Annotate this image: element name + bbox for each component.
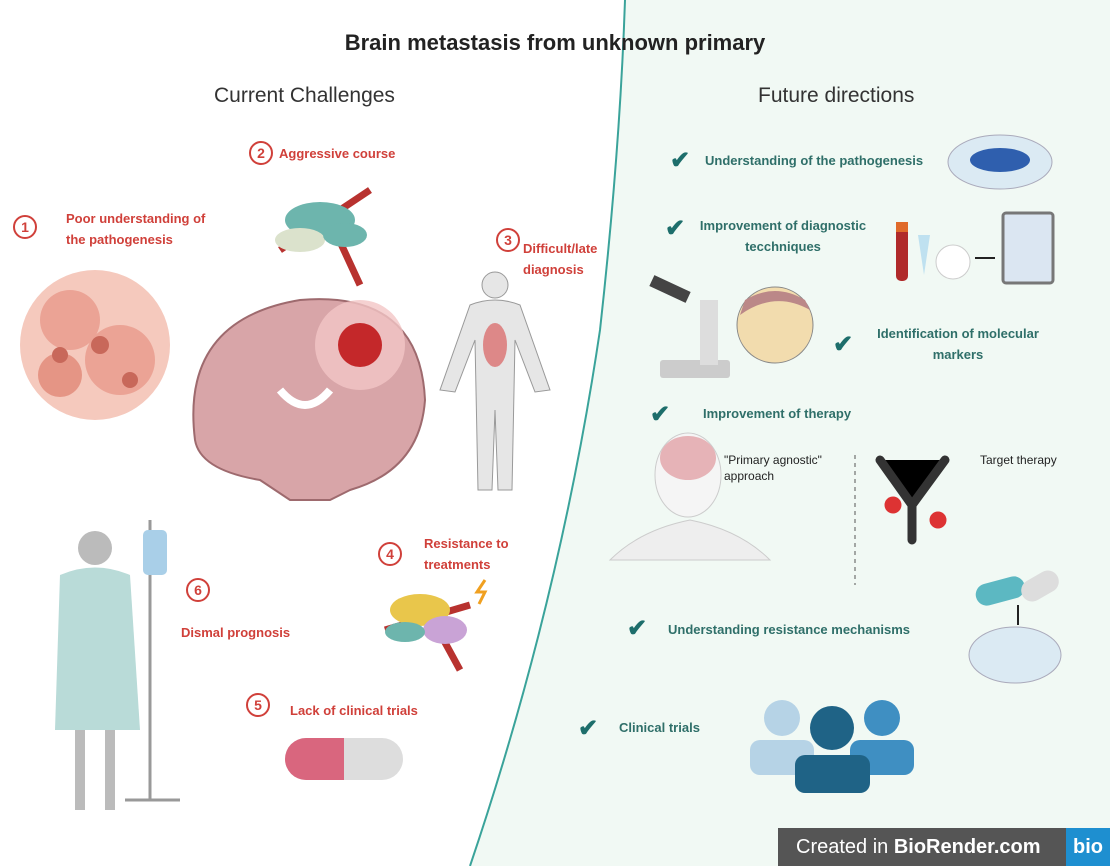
challenge-number-4: 4 bbox=[378, 542, 402, 566]
page-title: Brain metastasis from unknown primary bbox=[344, 30, 766, 55]
direction-5-label: Understanding resistance mechanisms bbox=[668, 622, 911, 637]
tumor-cells-icon bbox=[20, 270, 170, 420]
human-body-icon bbox=[439, 271, 551, 491]
challenge-number-1: 1 bbox=[13, 215, 37, 239]
primary-agnostic-label: "Primary agnostic" approach bbox=[724, 453, 822, 483]
check-icon: ✔ bbox=[665, 215, 686, 242]
challenge-number-2: 2 bbox=[249, 141, 273, 165]
current-challenges-heading: Current Challenges bbox=[214, 84, 395, 107]
microscope-icon bbox=[649, 275, 814, 378]
challenge-number-6: 6 bbox=[186, 578, 210, 602]
petri-dish-icon bbox=[947, 134, 1053, 190]
credit-brand: BioRender.com bbox=[893, 836, 1041, 858]
resistance-cells-icon bbox=[384, 579, 488, 672]
head-brain-icon bbox=[608, 432, 772, 561]
direction-1-label: Understanding of the pathogenesis bbox=[705, 153, 924, 168]
aggressive-cells-icon bbox=[275, 187, 372, 287]
check-icon: ✔ bbox=[578, 715, 599, 742]
biorender-credit[interactable]: Created in BioRender.com bio bbox=[778, 828, 1110, 866]
challenge-number-3: 3 bbox=[496, 228, 520, 252]
future-panel bbox=[470, 0, 1110, 866]
credit-text: Created in bbox=[796, 836, 894, 858]
divider-curve bbox=[469, 0, 626, 866]
biorender-logo: bio bbox=[1066, 828, 1110, 866]
challenge-4-label: Resistance to treatments bbox=[424, 536, 509, 572]
check-icon: ✔ bbox=[670, 147, 691, 174]
challenge-2-label: Aggressive course bbox=[279, 146, 396, 161]
direction-3-label: Identification of molecular markers bbox=[877, 326, 1039, 362]
future-directions-heading: Future directions bbox=[758, 84, 915, 107]
direction-4-label: Improvement of therapy bbox=[703, 406, 852, 421]
check-icon: ✔ bbox=[833, 331, 854, 358]
target-therapy-label: Target therapy bbox=[980, 453, 1057, 467]
challenge-3-label: Difficult/late diagnosis bbox=[523, 241, 598, 277]
challenge-6-label: Dismal prognosis bbox=[181, 625, 291, 640]
challenge-number-5: 5 bbox=[246, 693, 270, 717]
people-group-icon bbox=[750, 700, 914, 793]
diagnostic-tools-icon bbox=[896, 211, 1055, 285]
brain-icon bbox=[192, 298, 427, 501]
direction-6-label: Clinical trials bbox=[619, 720, 700, 735]
challenge-5-label: Lack of clinical trials bbox=[290, 703, 418, 718]
pill-icon bbox=[285, 738, 403, 780]
check-icon: ✔ bbox=[650, 401, 671, 428]
patient-iv-icon bbox=[55, 520, 180, 810]
challenge-1-label: Poor understanding of the pathogenesis bbox=[66, 211, 206, 247]
direction-2-label: Improvement of diagnostic tecchniques bbox=[699, 218, 867, 254]
drug-dish-icon bbox=[968, 570, 1062, 684]
check-icon: ✔ bbox=[627, 615, 648, 642]
antibody-icon bbox=[875, 455, 950, 545]
